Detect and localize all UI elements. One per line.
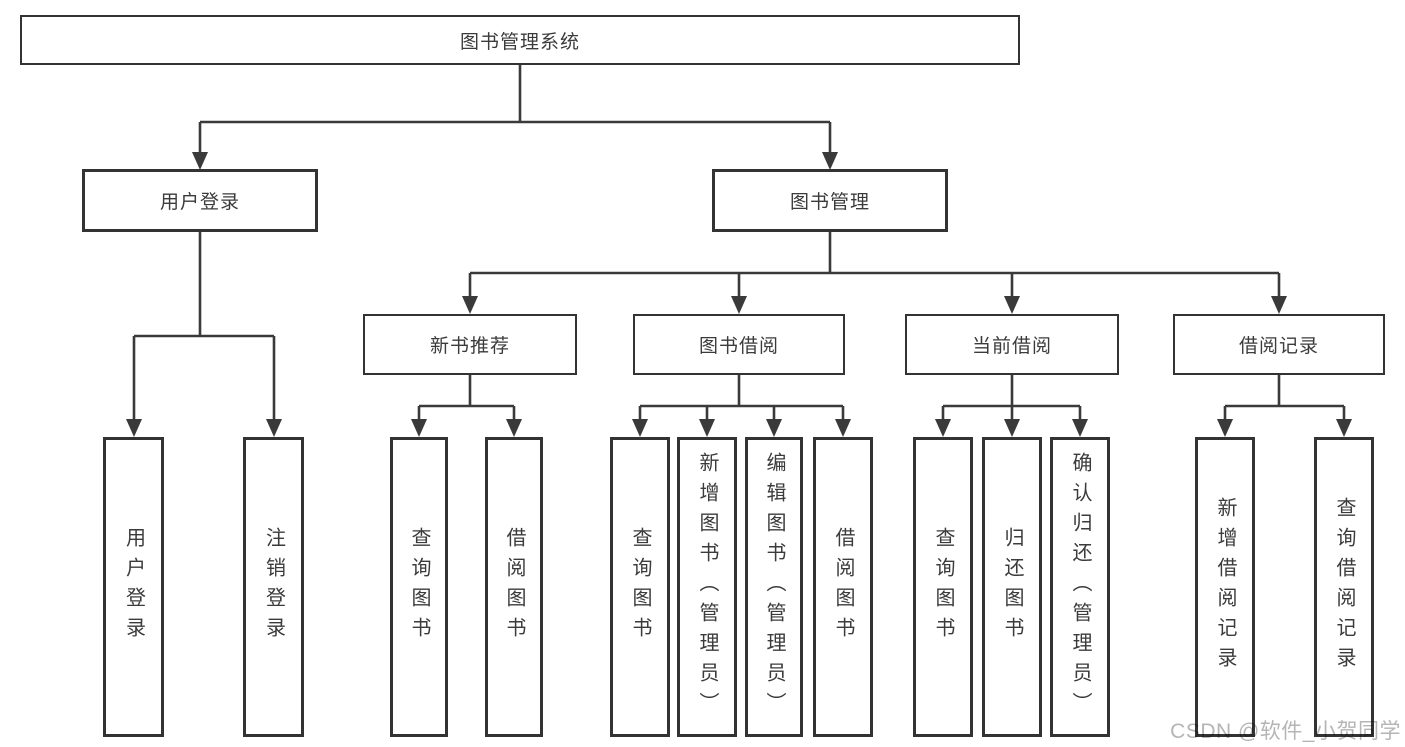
node-user-login: 用户登录 [82, 169, 318, 232]
leaf-confirm-return-admin: 确认归还（管理员） [1050, 437, 1110, 737]
leaf-query-books-current: 查询图书 [913, 437, 973, 737]
node-borrowing-records: 借阅记录 [1173, 314, 1385, 375]
leaf-add-borrow-record: 新增借阅记录 [1195, 437, 1255, 737]
arrowheads [126, 122, 1352, 437]
leaf-borrow-books-borrowing: 借阅图书 [813, 437, 873, 737]
leaf-add-books-admin: 新增图书（管理员） [677, 437, 737, 737]
leaf-edit-books-admin: 编辑图书（管理员） [745, 437, 803, 737]
leaf-borrow-books-recommend: 借阅图书 [485, 437, 543, 737]
leaf-query-books-borrowing: 查询图书 [610, 437, 670, 737]
leaf-query-books-recommend: 查询图书 [390, 437, 448, 737]
leaf-user-login: 用户登录 [103, 437, 164, 737]
node-book-management: 图书管理 [712, 169, 948, 232]
leaf-return-books: 归还图书 [982, 437, 1042, 737]
node-new-book-recommend: 新书推荐 [363, 314, 577, 375]
node-book-borrowing: 图书借阅 [633, 314, 845, 375]
leaf-logout: 注销登录 [243, 437, 304, 737]
node-current-borrowing: 当前借阅 [905, 314, 1119, 375]
leaf-query-borrow-record: 查询借阅记录 [1314, 437, 1374, 737]
node-book-management-system: 图书管理系统 [20, 15, 1020, 65]
csdn-watermark: CSDN @软件_小贺同学 [1170, 720, 1401, 743]
